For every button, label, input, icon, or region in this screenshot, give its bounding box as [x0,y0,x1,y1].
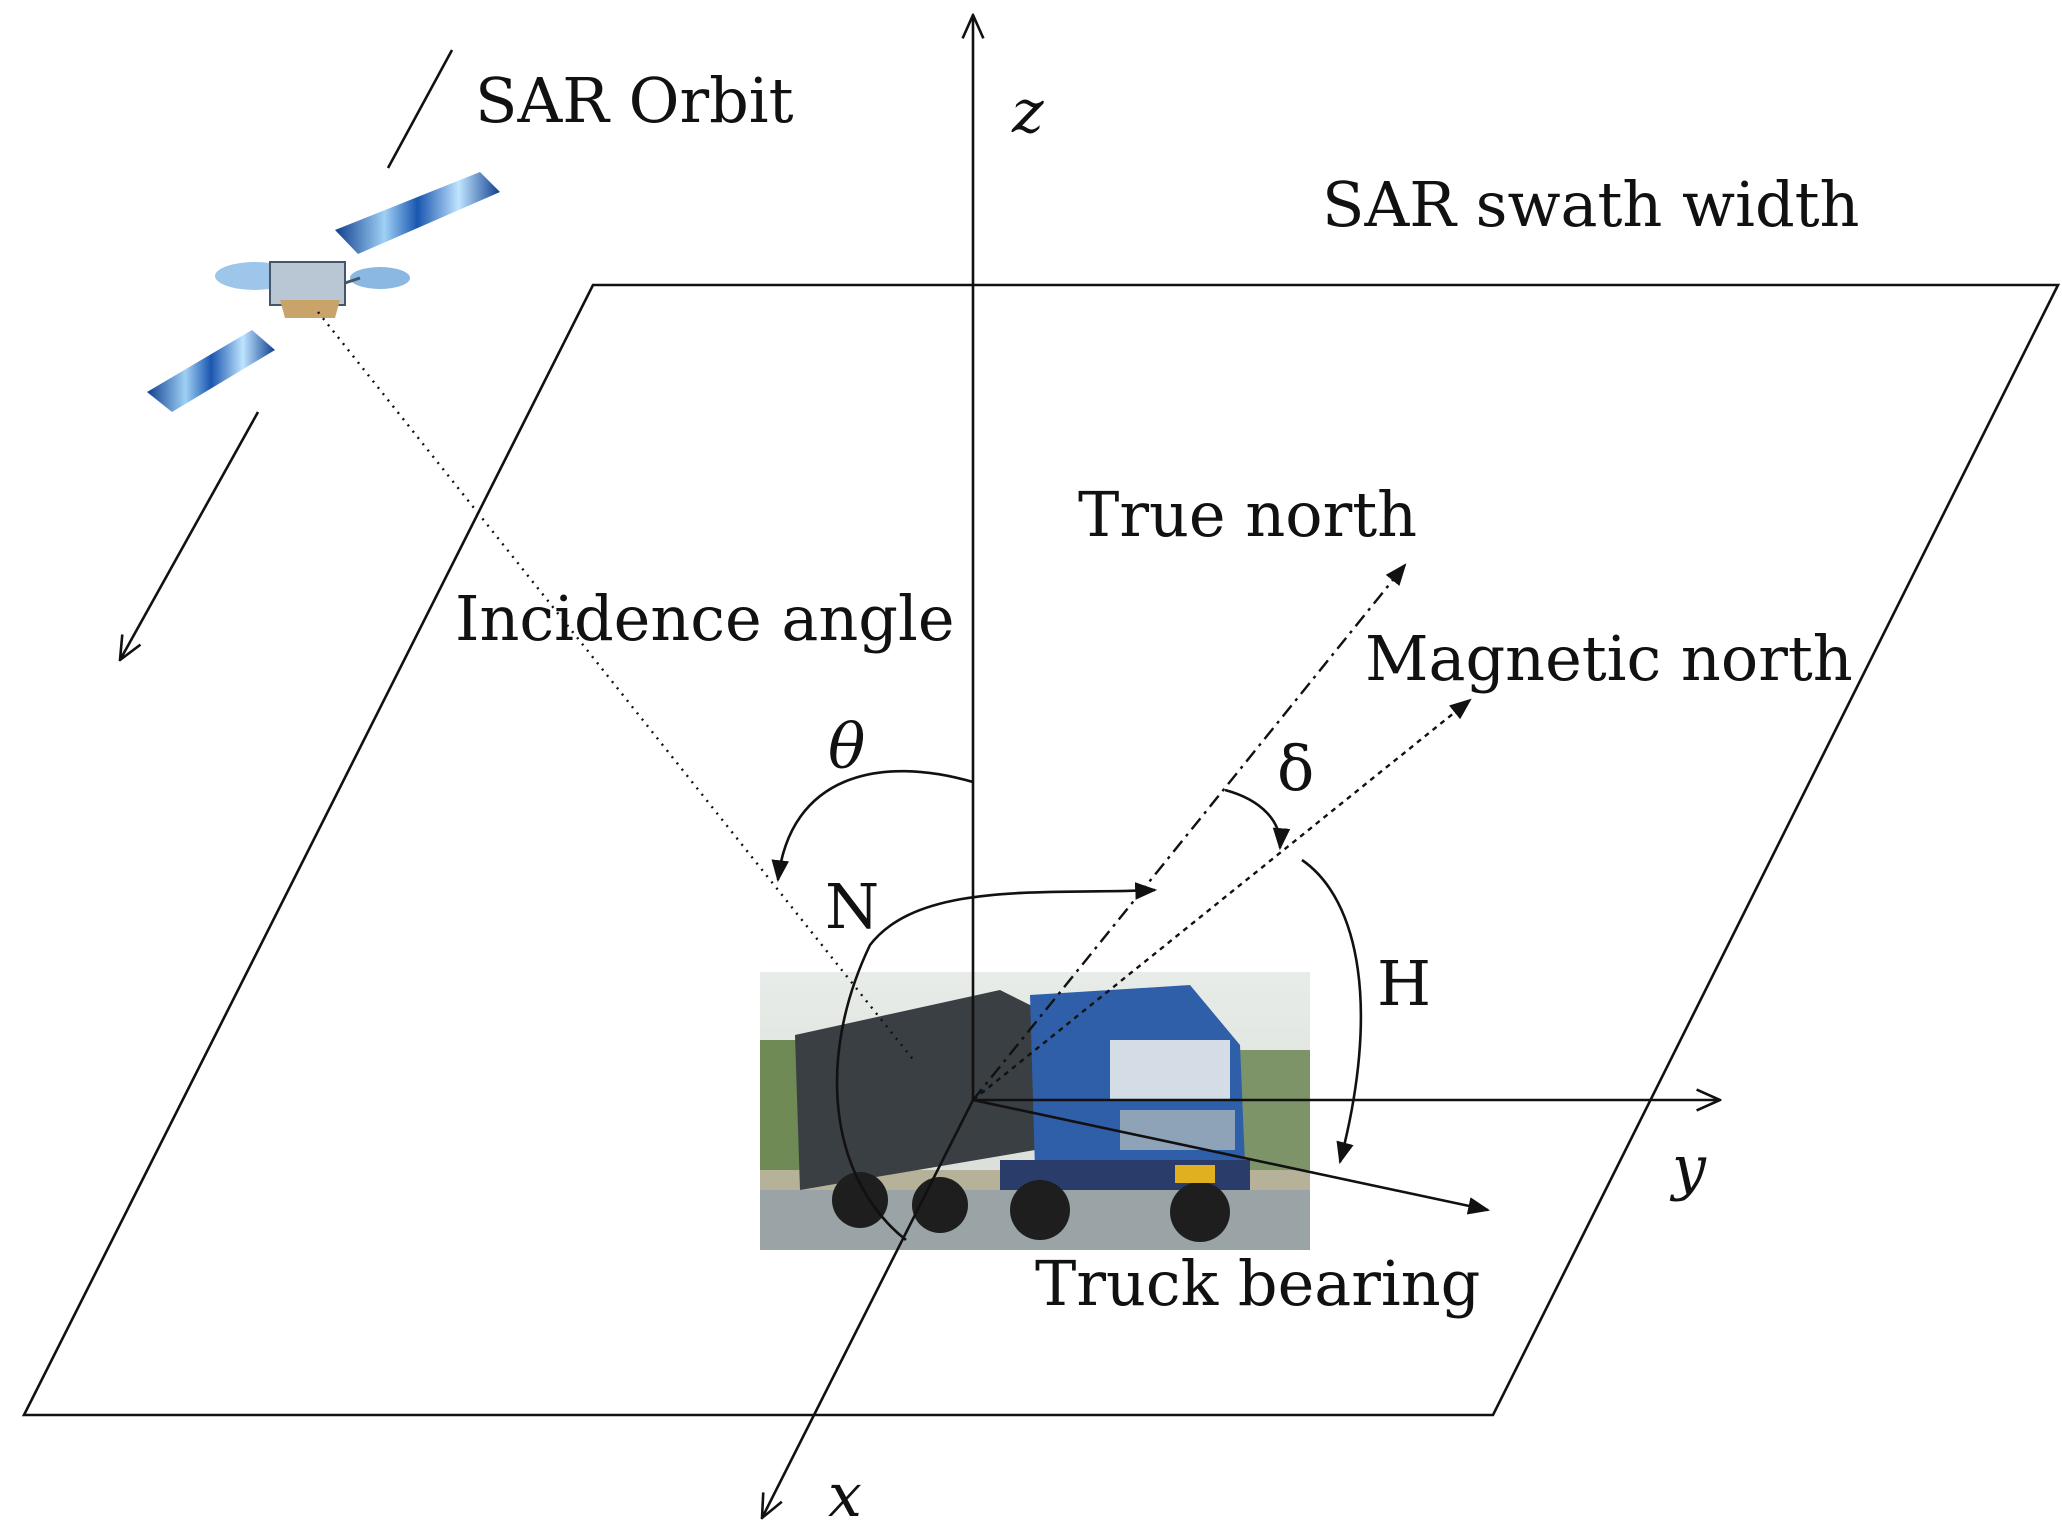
true-north-label: True north [1078,478,1417,551]
swath-width-label: SAR swath width [1322,168,1859,241]
theta-symbol: θ [828,710,865,783]
theta-arc [778,771,973,880]
magnetic-north-label: Magnetic north [1365,622,1853,695]
truck-photo [760,972,1310,1250]
delta-arc [1225,790,1280,848]
h-label: H [1377,947,1431,1020]
orbit-line [388,50,452,168]
h-arc [1302,860,1361,1162]
delta-symbol: δ [1277,732,1314,805]
line-of-sight [318,312,915,1062]
incidence-angle-label: Incidence angle [455,582,955,655]
n-label: N [825,870,879,943]
x-axis-label: x [828,1461,862,1531]
truck-bearing-label: Truck bearing [1035,1247,1480,1320]
y-axis-label: y [1669,1133,1707,1203]
z-axis-label: z [1011,77,1044,147]
sar-orbit-label: SAR Orbit [475,64,794,137]
satellite-icon [147,172,500,412]
orbit-direction-arrow [120,412,258,660]
